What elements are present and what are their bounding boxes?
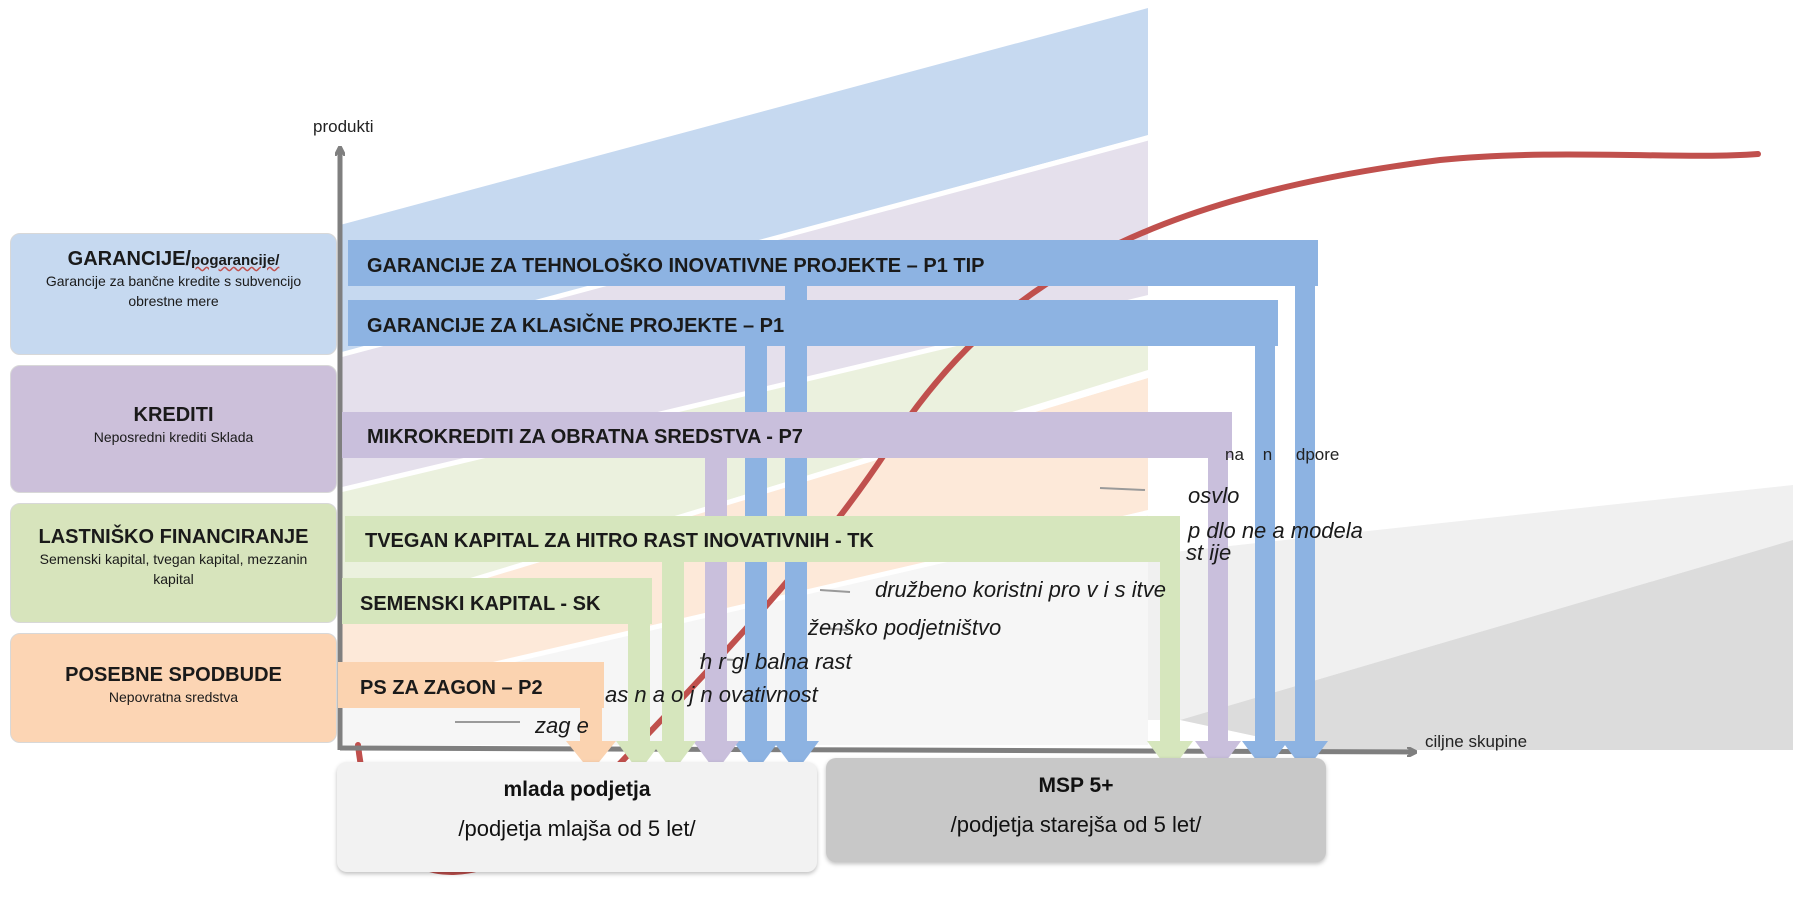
stage-label-7: as n a o j n ovativnost [605,682,819,707]
stage-label-3: st ije [1186,540,1231,565]
category-title: LASTNIŠKO FINANCIRANJE [38,526,309,548]
category-title: POSEBNE SPODBUDE [65,664,282,686]
stage-label-4: družbeno koristni pro v i s itve [875,577,1166,602]
group-mlada-podjetja: mlada podjetja /podjetja mlajša od 5 let… [337,762,817,872]
product-label-p2: PS ZA ZAGON – P2 [360,677,543,699]
group-title: MSP 5+ [1038,774,1114,797]
category-subtitle: Semenski kapital, tvegan kapital, mezzan… [39,551,308,587]
stage-label-2: p dlo ne a modela [1187,518,1363,543]
category-subtitle: Neposredni krediti Sklada [93,429,254,445]
category-krediti: KREDITI Neposredni krediti Sklada [10,365,337,493]
stage-label-5: ženško podjetništvo [807,615,1001,640]
x-axis [339,745,1415,752]
stage-label-6: h r gl balna rast [700,649,853,674]
category-title-suffix: pogarancije/ [191,252,280,269]
group-msp-5plus: MSP 5+ /podjetja starejša od 5 let/ [826,758,1326,862]
x-axis-label: ciljne skupine [1425,732,1527,751]
stage-label-8: zag e [534,713,589,738]
product-label-tk: TVEGAN KAPITAL ZA HITRO RAST INOVATIVNIH… [365,530,874,552]
product-label-sk: SEMENSKI KAPITAL - SK [360,593,601,615]
group-subtitle: /podjetja starejša od 5 let/ [950,812,1202,837]
group-subtitle: /podjetja mlajša od 5 let/ [458,816,696,841]
category-lastnisko: LASTNIŠKO FINANCIRANJE Semenski kapital,… [10,503,337,623]
product-label-p1: GARANCIJE ZA KLASIČNE PROJEKTE – P1 [367,313,784,337]
category-subtitle: Nepovratna sredstva [108,689,239,705]
floor-wedge-dark [1180,540,1793,750]
product-label-p1-tip: GARANCIJE ZA TEHNOLOŠKO INOVATIVNE PROJE… [367,253,985,277]
category-title: GARANCIJE/pogarancije/ [67,248,280,270]
y-axis-label: produkti [313,117,373,136]
category-title: KREDITI [133,404,214,426]
product-label-p7: MIKROKREDITI ZA OBRATNA SREDSTVA - P7 [367,426,803,448]
category-garancije: GARANCIJE/pogarancije/ Garancije za banč… [10,233,337,355]
group-title: mlada podjetja [503,778,651,801]
product-bars [338,240,1328,772]
category-subtitle: Garancije za bančne kredite s subvencijo… [45,273,302,309]
stage-label-1: osvlo [1188,483,1239,508]
stage-header-label: na n dpore [1225,445,1339,464]
category-posebne: POSEBNE SPODBUDE Nepovratna sredstva [10,633,337,743]
